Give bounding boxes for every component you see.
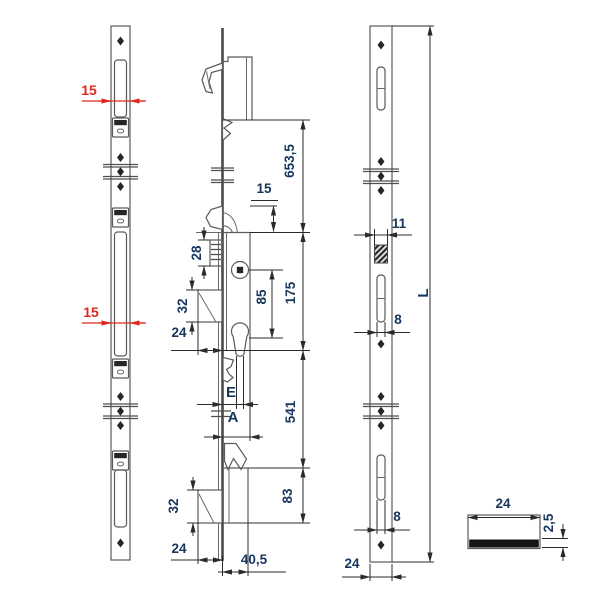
center-mechanism-view: 15 28 32 24 85 653,5 175: [166, 28, 310, 576]
screw-hole-icon: [377, 186, 385, 195]
dim-label-left-width-top: 15: [81, 82, 97, 98]
dim-label-latch: 15: [256, 181, 272, 196]
handle-follower: [230, 260, 250, 280]
dim-label-slot-top: 8: [394, 312, 402, 327]
screw-hole-icon: [117, 153, 124, 162]
screw-hole-icon: [117, 406, 124, 416]
deadbolt-mid: [197, 289, 223, 323]
left-strip-body: [110, 25, 131, 561]
lock-case: [196, 231, 251, 351]
latch-insert: [111, 358, 130, 379]
follower-block: [209, 239, 223, 267]
break-mark: [363, 403, 399, 420]
screw-hole-icon: [377, 40, 385, 50]
screw-hole-icon: [377, 339, 385, 349]
latch-insert: [111, 207, 130, 228]
dim-label-bolt-mid: 32: [175, 298, 190, 313]
screw-hole-icon: [117, 182, 124, 191]
latch-insert: [111, 117, 130, 138]
dim-label-follower: 28: [189, 245, 204, 261]
section-detail-view: 24 2,5: [467, 496, 568, 561]
dim-label-right-width: 24: [344, 556, 360, 571]
break-mark: [103, 403, 138, 420]
bottom-latch-hook: [223, 442, 248, 471]
euro-cylinder-hole: [230, 322, 250, 357]
right-strip-body: [369, 25, 393, 563]
dim-label-bottom-case: 83: [280, 488, 295, 504]
left-slot-mid: [113, 231, 128, 357]
dim-label-top-span: 653,5: [282, 144, 297, 178]
dim-label-backset-bot: 24: [171, 541, 187, 556]
screw-hole-icon: [117, 538, 124, 548]
top-extension-box: [222, 56, 253, 120]
break-mark: [363, 168, 399, 185]
bottom-case: [222, 467, 249, 524]
dim-label-backset-mid: 24: [171, 325, 187, 340]
screw-hole-icon: [117, 392, 124, 401]
break-mark: [211, 167, 234, 184]
dim-label-left-width-mid: 15: [83, 304, 99, 320]
dimensions-right: 11 8 L 8 24: [342, 25, 434, 581]
dim-label-case-span: 175: [283, 281, 298, 304]
dim-label-slot-bot: 8: [393, 509, 401, 524]
screw-hole-icon: [377, 540, 385, 550]
screw-hole-icon: [377, 392, 385, 401]
section-plate-fill: [469, 539, 539, 548]
left-strip-view: 15 15: [81, 25, 146, 561]
red-width-dim-top: 15: [81, 82, 146, 104]
spring-latch-bolt: [205, 205, 224, 231]
left-slot-bottom: [113, 469, 128, 528]
dim-label-bolt-bot: 32: [166, 498, 181, 513]
dim-label-length: L: [415, 288, 432, 297]
break-mark: [103, 163, 138, 180]
screw-hole-icon: [117, 167, 124, 177]
dim-label-depth: 40,5: [241, 552, 268, 567]
mid-hook-cam: [222, 356, 235, 383]
screw-hole-icon: [377, 406, 385, 416]
screw-hole-icon: [377, 421, 385, 430]
top-hook-bolt: [201, 62, 224, 94]
screw-hole-icon: [377, 171, 385, 181]
screw-hole-icon: [117, 421, 124, 430]
dim-label-lower-span: 541: [283, 400, 298, 423]
screw-hole-icon: [117, 36, 124, 46]
dim-label-axis: 85: [254, 289, 269, 305]
red-width-dim-mid: 15: [82, 304, 146, 326]
screw-hole-icon: [377, 157, 385, 166]
dim-label-entry: E: [226, 384, 236, 401]
dim-label-section-width: 24: [495, 496, 511, 511]
left-slot-top: [113, 59, 128, 118]
dim-label-cam: 11: [392, 216, 407, 231]
dim-label-section-thickness: 2,5: [541, 513, 556, 532]
dimensions-center: 15 28 32 24 85 653,5 175: [166, 119, 310, 576]
top-latch: [221, 117, 234, 142]
dim-label-axis-a: A: [228, 409, 239, 426]
cam-block: [374, 244, 388, 264]
deadbolt-bottom: [197, 489, 223, 524]
right-strip-view: 11 8 L 8 24: [342, 25, 434, 581]
